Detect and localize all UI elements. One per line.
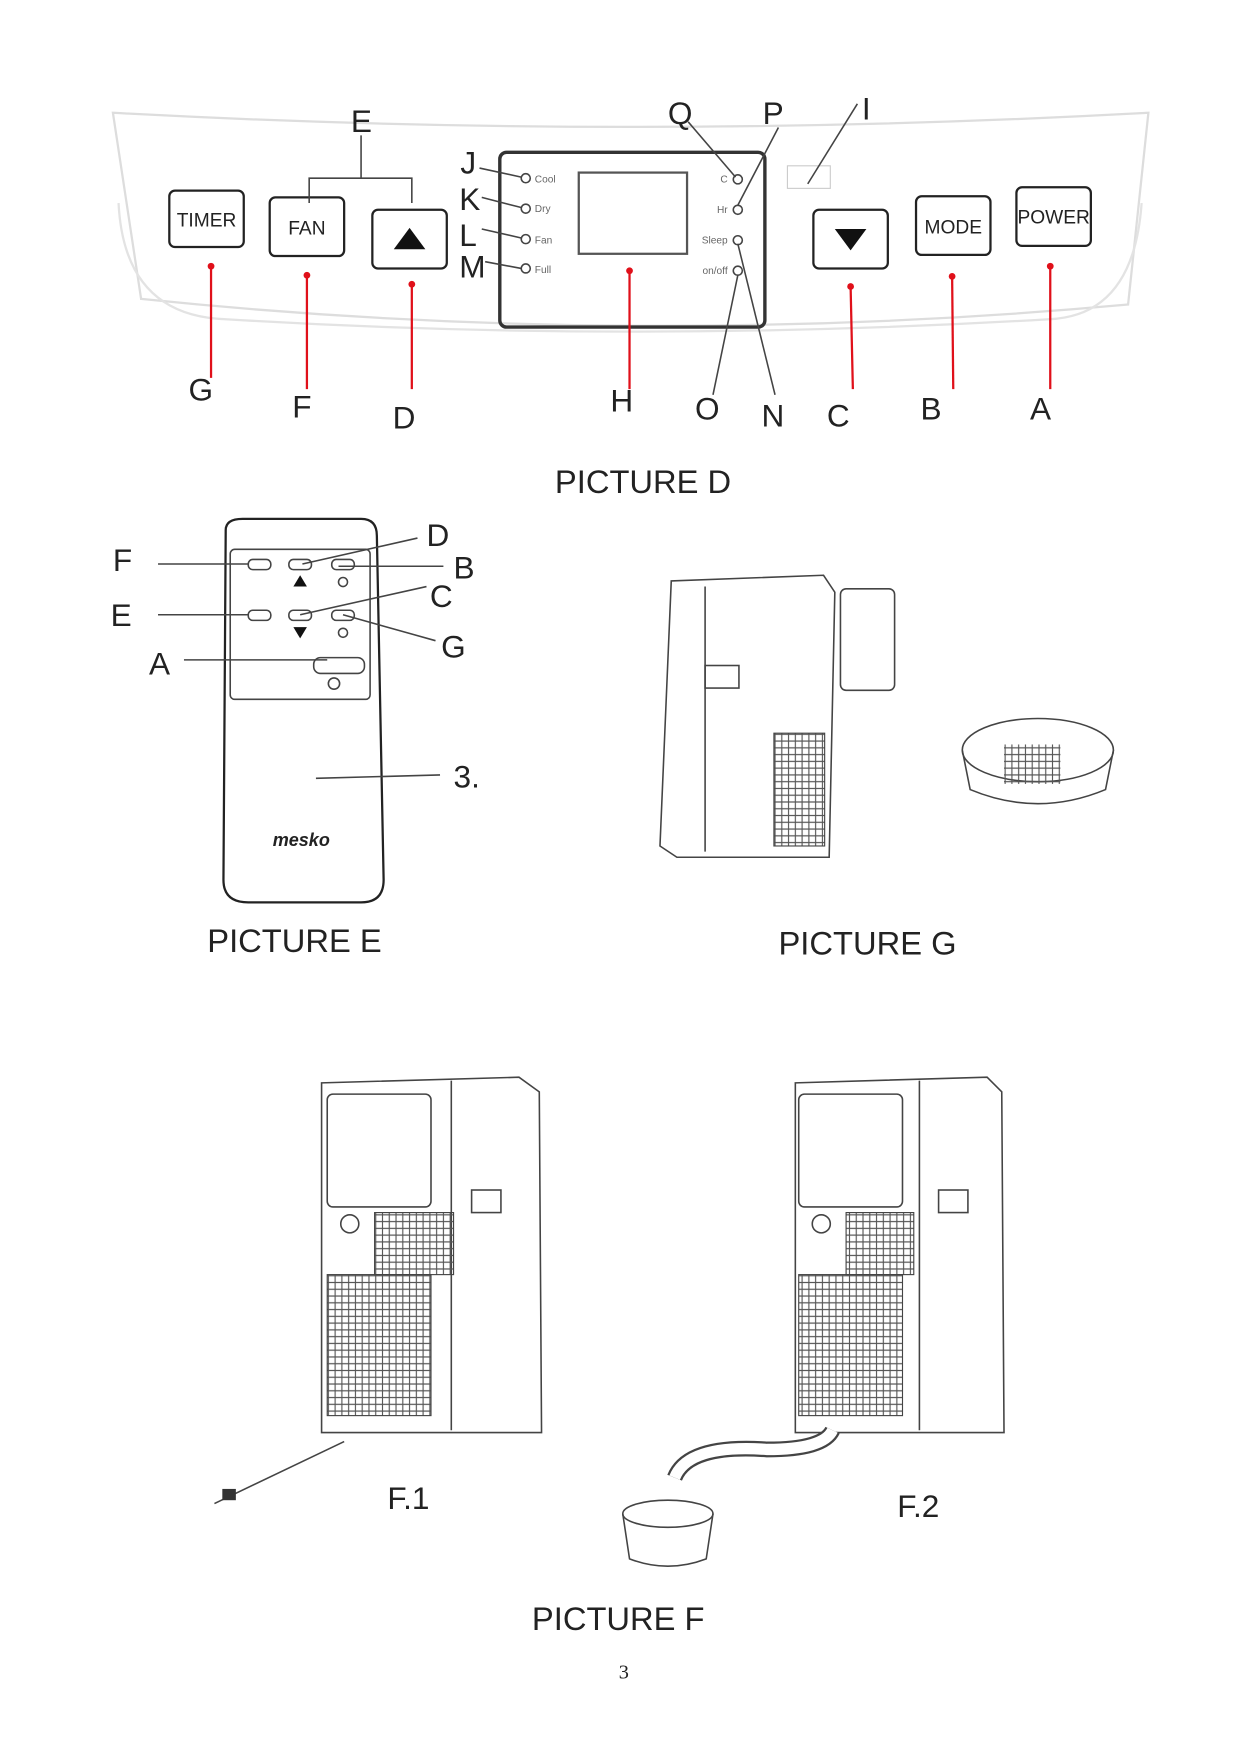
drainage-diagrams: F.1 F.2 PICTURE F [214,1076,1005,1637]
callout-q: Q [668,95,693,131]
callout-p: P [763,95,784,131]
callout-l: L [459,217,477,253]
control-panel-diagram: TIMER FAN MODE POWER Cool Dry Fan Full C… [111,91,1150,500]
remote-callout-a: A [149,646,170,682]
left-indicators: Cool Dry Fan Full [520,172,556,276]
remote-diagram: mesko F E A D B C G 3. PICTURE E [111,517,480,959]
display-panel [498,150,767,329]
remote-callout-e: E [111,597,132,633]
fan-button [268,196,346,258]
remote-callout-d: D [426,517,449,553]
indicator-cool: Cool [535,175,556,186]
indicator-celsius: C [720,175,727,186]
indicator-full: Full [535,265,551,276]
panel-callouts: E Q P I J K L M G F D H O N C B A [188,91,1051,436]
indicator-hr: Hr [717,205,728,216]
timer-button [168,189,245,249]
remote-callout-c: C [430,578,453,614]
up-button [371,208,448,270]
right-indicators: C Hr Sleep on/off [702,174,744,277]
down-arrow-icon [834,228,867,251]
fan-label: FAN [288,219,325,240]
caption-picture-g: PICTURE G [778,924,956,961]
red-leader-lines [207,262,1054,390]
caption-picture-d: PICTURE D [555,463,731,500]
callout-e: E [351,103,372,139]
callout-i: I [862,91,871,127]
lcd-screen [577,171,689,255]
down-button [812,208,889,270]
callout-m: M [459,248,485,284]
unit-f1: F.1 [214,1076,543,1516]
indicator-dry: Dry [535,204,552,215]
callout-f: F [292,388,311,424]
callout-c: C [827,397,850,433]
page-number: 3 [619,1661,629,1683]
remote-callout-b: B [454,550,475,586]
callout-g: G [188,371,213,407]
callout-a: A [1030,391,1051,427]
mode-button [914,195,992,257]
callout-b: B [921,391,942,427]
indicator-onoff: on/off [702,266,727,277]
callout-k: K [459,181,480,217]
callout-h: H [610,383,633,419]
unit-f2: F.2 [621,1076,1005,1567]
callout-d: D [393,400,416,436]
caption-picture-e: PICTURE E [207,922,381,959]
power-label: POWER [1017,207,1089,228]
label-f1: F.1 [387,1480,429,1516]
callout-j: J [460,145,476,181]
filter-removal-diagram: PICTURE G [659,574,1115,961]
callout-n: N [761,397,784,433]
mode-label: MODE [925,217,982,238]
black-leader-lines [308,103,859,395]
caption-picture-f: PICTURE F [532,1600,705,1637]
callout-o: O [695,391,720,427]
brand-logo: mesko [273,830,330,850]
up-arrow-icon [393,227,426,250]
remote-callout-f: F [113,542,132,578]
remote-callout-g: G [441,629,466,665]
label-f2: F.2 [897,1488,939,1524]
remote-callout-3: 3. [454,758,480,794]
power-button [1015,186,1092,248]
indicator-fan: Fan [535,236,552,247]
indicator-sleep: Sleep [702,236,728,247]
timer-label: TIMER [177,211,237,232]
